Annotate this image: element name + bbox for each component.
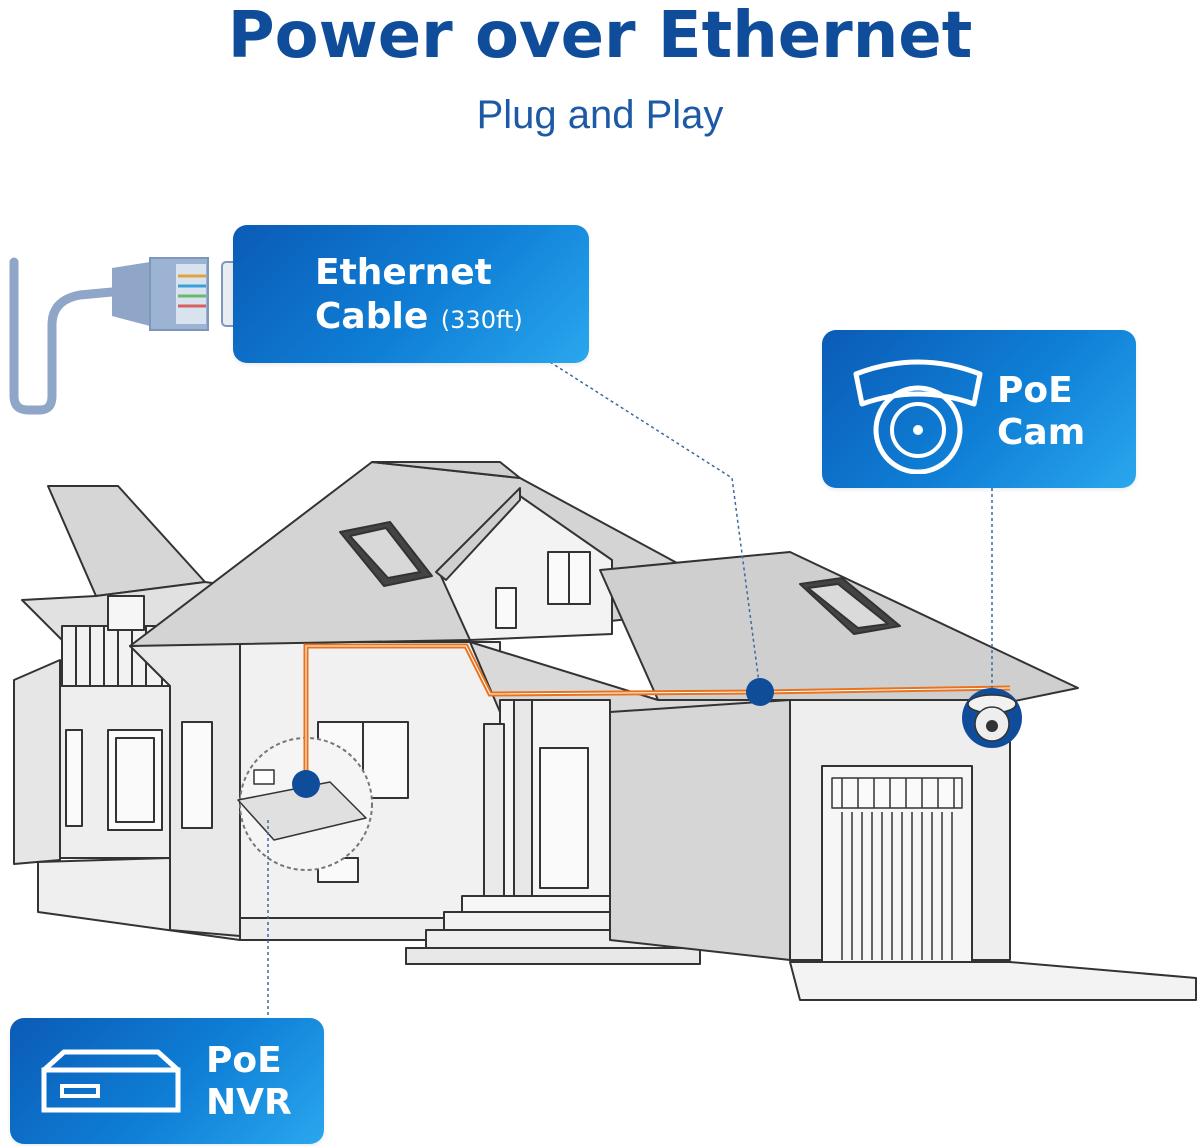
ethernet-cable-card: Ethernet Cable (330ft) — [233, 225, 589, 363]
ethernet-cable-label-line2: Cable (330ft) — [315, 295, 523, 342]
poe-nvr-label-line2: NVR — [206, 1082, 292, 1123]
poe-cam-label-line2: Cam — [997, 412, 1086, 453]
poe-nvr-card: PoE NVR — [10, 1018, 324, 1144]
dome-camera-icon — [853, 359, 983, 474]
poe-nvr-label-line1: PoE — [206, 1040, 282, 1081]
house — [13, 461, 1197, 1001]
poe-cam-label-line1: PoE — [997, 370, 1073, 411]
ethernet-cable-word: Cable — [315, 296, 429, 337]
cable-connection-node — [746, 678, 774, 706]
leader-lines — [267, 361, 993, 1018]
nvr-recorder-icon — [41, 1049, 181, 1113]
cable-route — [303, 643, 1011, 784]
nvr-connection-node — [292, 770, 320, 798]
page-subtitle: Plug and Play — [476, 93, 724, 137]
cable-length-label: (330ft) — [440, 306, 523, 334]
house-camera — [962, 688, 1022, 748]
ethernet-cable-label-line1: Ethernet — [315, 252, 492, 293]
page-title: Power over Ethernet — [227, 0, 973, 73]
poe-cam-card: PoE Cam — [822, 330, 1136, 488]
